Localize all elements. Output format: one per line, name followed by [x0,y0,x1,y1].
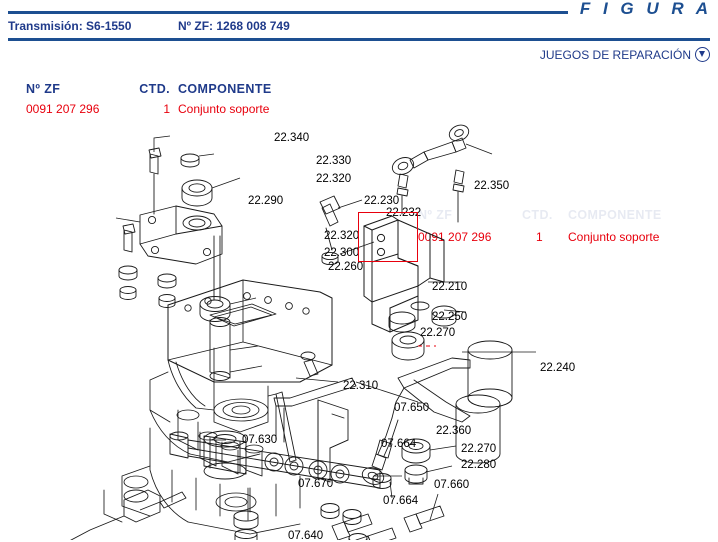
cell-qty: 1 [163,102,170,116]
document-title-row: Transmisión: S6-1550 Nº ZF: 1268 008 749 [0,18,718,38]
zf-number-label: Nº ZF: 1268 008 749 [178,19,290,33]
circle-down-arrow-icon [695,47,710,62]
part-label-22250: 22.250 [432,311,468,323]
exploded-parts-diagram: 22.340 22.330 22.320 22.290 22.230 22.23… [0,110,718,542]
part-label-07664: 07.664 [381,438,417,450]
ghost-table-header: Nº ZF CTD. COMPONENTE [418,208,718,224]
part-label-22320-lower: 22.320 [324,230,360,242]
ghost-column-header-qty: CTD. [522,208,553,222]
part-label-22310: 22.310 [343,380,379,392]
selection-highlight-box [358,212,418,262]
part-label-22260: 22.260 [328,261,364,273]
diagram-linework [70,124,536,540]
part-label-22240: 22.240 [540,362,576,374]
part-label-22270: 22.270 [420,327,456,339]
part-label-07660: 07.660 [434,479,470,491]
overlay-callout-qty: 1 [536,230,543,244]
part-label-22270-lower: 22.270 [461,443,497,455]
overlay-callout-row: 0091 207 296 1 Conjunto soporte [418,230,718,246]
cell-component: Conjunto soporte [178,102,270,116]
overlay-callout-zf: 0091 207 296 [418,230,492,244]
part-label-22330: 22.330 [316,155,352,167]
column-header-component: COMPONENTE [178,82,272,96]
part-label-22230: 22.230 [364,195,400,207]
overlay-callout-component: Conjunto soporte [568,230,660,244]
parts-table-header: Nº ZF CTD. COMPONENTE [0,82,420,99]
ghost-column-header-zf: Nº ZF [418,208,453,222]
column-header-qty: CTD. [139,82,170,96]
column-header-zf: Nº ZF [26,82,61,96]
transmission-label: Transmisión: S6-1550 [8,19,132,33]
part-label-07640: 07.640 [288,530,324,542]
repair-kits-link[interactable]: JUEGOS DE REPARACIÓN [540,47,710,62]
part-label-07650: 07.650 [394,402,430,414]
part-label-07630: 07.630 [242,434,278,446]
brand-bar: F I G U R A [0,0,718,18]
figura-logo: F I G U R A [579,0,712,18]
part-label-22360: 22.360 [436,425,472,437]
part-label-22210: 22.210 [432,281,468,293]
part-label-07670: 07.670 [298,478,334,490]
part-label-22340: 22.340 [274,132,310,144]
part-label-22290: 22.290 [248,195,284,207]
brand-rule [8,11,568,14]
part-label-22320: 22.320 [316,173,352,185]
part-label-22232: 22.232 [386,207,422,219]
repair-kits-label: JUEGOS DE REPARACIÓN [539,47,691,62]
title-divider [8,38,710,41]
ghost-column-header-component: COMPONENTE [568,208,662,222]
part-label-22350: 22.350 [474,180,510,192]
cell-zf: 0091 207 296 [26,102,100,116]
part-label-22300: 22.300 [324,247,360,259]
part-label-07664-lower: 07.664 [383,495,419,507]
part-label-22280: 22.280 [461,459,497,471]
table-row[interactable]: 0091 207 296 1 Conjunto soporte [0,102,420,119]
